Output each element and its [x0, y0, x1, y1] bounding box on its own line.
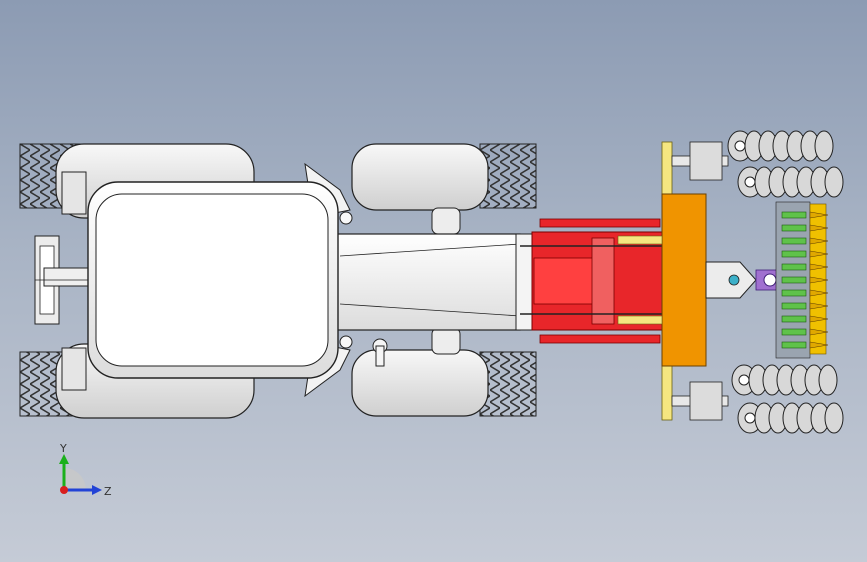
disc-blade: [824, 166, 844, 198]
disc-hub: [744, 412, 756, 424]
rear-axle-hubs: [372, 207, 461, 367]
disc-gang-lower-front: [731, 364, 838, 396]
disc-hub: [738, 374, 750, 386]
tine-holder: [781, 341, 807, 349]
rear-left-wheel: [351, 143, 537, 211]
tine-tooth: [809, 315, 829, 323]
tine-holder: [781, 263, 807, 271]
tine-holder: [781, 237, 807, 245]
x-axis-dot: [60, 486, 68, 494]
disc-blade: [818, 364, 838, 396]
tine-tooth: [809, 341, 829, 349]
tine-holder: [781, 315, 807, 323]
tractor-cab: [87, 181, 339, 379]
disc-gang-upper-rear: [737, 166, 844, 198]
tine-tooth: [809, 250, 829, 258]
disc-hub: [734, 140, 746, 152]
triad-plane-shade: [64, 468, 86, 490]
tine-holder: [781, 224, 807, 232]
tine-holder: [781, 276, 807, 284]
disc-blade: [824, 402, 844, 434]
disc-gang-lower-rear: [737, 402, 844, 434]
tine-tooth: [809, 328, 829, 336]
tine-row: [781, 211, 829, 349]
orientation-triad-icon: Y Z: [59, 442, 112, 498]
tine-holder: [781, 302, 807, 310]
implement-frame: [617, 141, 803, 421]
tine-holder: [781, 211, 807, 219]
triad-z-label: Z: [104, 485, 112, 498]
disc-gang-arms: [671, 141, 729, 421]
disc-hub: [744, 176, 756, 188]
tine-tooth: [809, 289, 829, 297]
tine-tooth: [809, 224, 829, 232]
tine-holder: [781, 328, 807, 336]
rear-right-wheel: [351, 349, 537, 417]
tine-holder: [781, 250, 807, 258]
front-ballast-frame: [34, 235, 92, 325]
tine-tooth: [809, 276, 829, 284]
tine-tooth: [809, 237, 829, 245]
transmission-housing: [329, 233, 543, 331]
tine-tooth: [809, 211, 829, 219]
rear-hitch-assembly: [520, 218, 667, 344]
disc-gang-upper-front: [727, 130, 834, 162]
disc-blade: [814, 130, 834, 162]
tine-tooth: [809, 302, 829, 310]
triad-y-label: Y: [59, 442, 67, 455]
tine-holder: [781, 289, 807, 297]
tine-tooth: [809, 263, 829, 271]
